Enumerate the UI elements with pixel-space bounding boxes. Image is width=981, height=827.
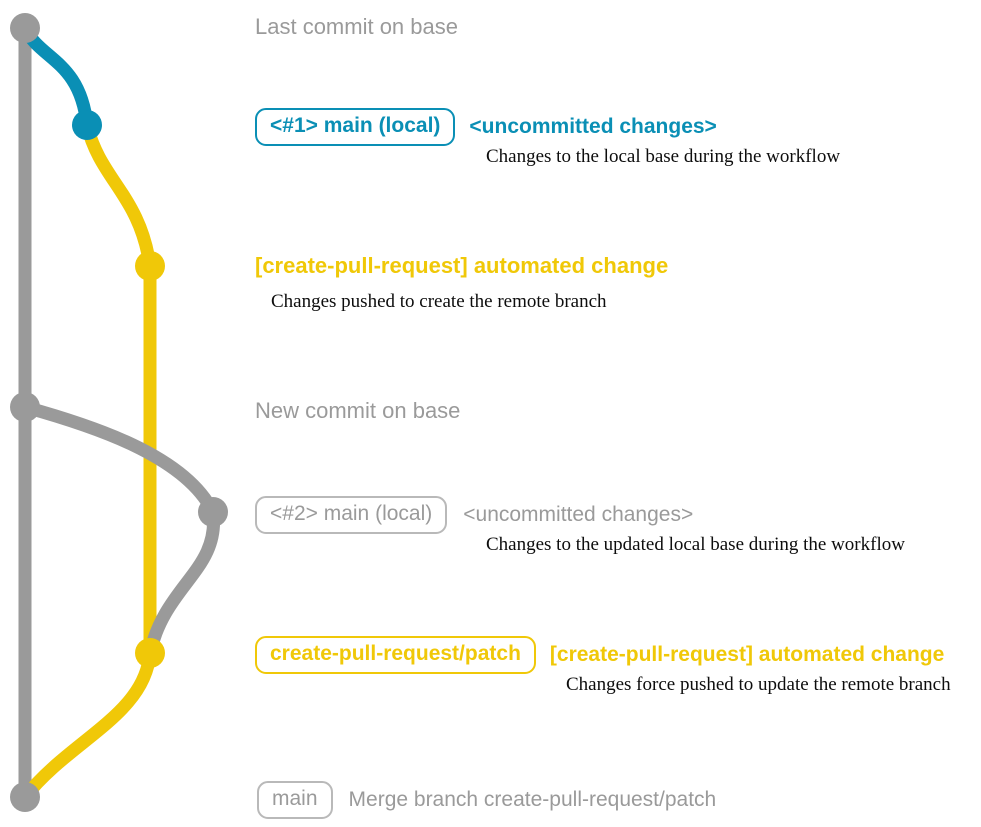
row-merge: main Merge branch create-pull-request/pa…	[257, 781, 717, 820]
headline-new-commit-on-base: New commit on base	[255, 398, 461, 423]
commit-node-base-top[interactable]	[10, 13, 40, 43]
row-local-1: <#1> main (local) <uncommitted changes>	[255, 108, 717, 147]
commit-node-local-1[interactable]	[72, 110, 102, 140]
commit-description-remote-create: Changes pushed to create the remote bran…	[271, 291, 607, 312]
merge-line	[18, 646, 157, 804]
row-remote-update: create-pull-request/patch [create-pull-r…	[255, 636, 945, 675]
branch-pill-local-2[interactable]: <#2> main (local)	[255, 496, 448, 535]
commit-node-local-2[interactable]	[198, 497, 228, 527]
commit-description-local-1: Changes to the local base during the wor…	[486, 146, 841, 167]
commit-node-remote-2[interactable]	[135, 638, 165, 668]
branch-pill-local-1[interactable]: <#1> main (local)	[255, 108, 456, 147]
commit-subject-remote-update: [create-pull-request] automated change	[549, 643, 945, 667]
row-local-2: <#2> main (local) <uncommitted changes>	[255, 496, 694, 535]
branch-pill-remote-patch[interactable]: create-pull-request/patch	[255, 636, 536, 675]
commit-subject-merge: Merge branch create-pull-request/patch	[348, 788, 717, 812]
commit-node-remote-1[interactable]	[135, 251, 165, 281]
branch-pill-main[interactable]: main	[257, 781, 333, 820]
commit-subject-remote-create: [create-pull-request] automated change	[255, 253, 669, 278]
commit-node-base-new[interactable]	[10, 392, 40, 422]
headline-last-commit-on-base: Last commit on base	[255, 14, 458, 39]
commit-subject-local-1: <uncommitted changes>	[469, 115, 717, 139]
commit-subject-local-2: <uncommitted changes>	[463, 503, 694, 527]
commit-description-local-2: Changes to the updated local base during…	[486, 534, 905, 555]
commit-node-merge[interactable]	[10, 782, 40, 812]
commit-description-remote-update: Changes force pushed to update the remot…	[566, 674, 951, 695]
